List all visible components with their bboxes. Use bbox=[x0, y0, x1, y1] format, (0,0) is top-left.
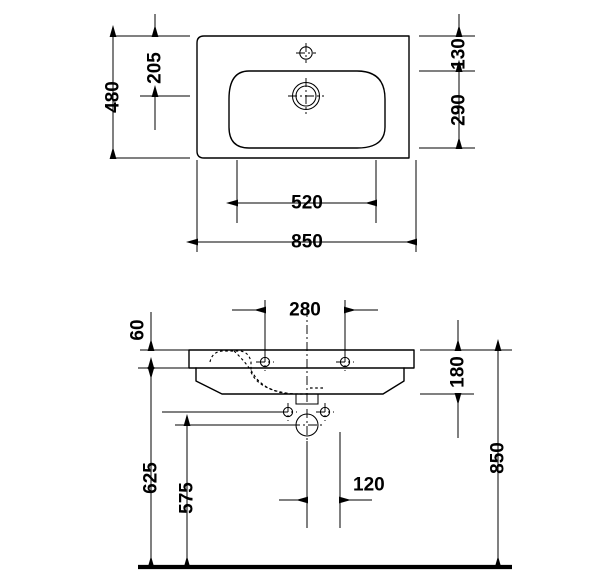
dim-floor-to-rim-850: 850 bbox=[458, 339, 512, 568]
dim-depth-205: 205 bbox=[140, 14, 190, 130]
front-view-fixing-hole-right bbox=[316, 403, 334, 421]
front-view-hidden-bowl-profile bbox=[209, 350, 325, 395]
top-view-basin-outline bbox=[196, 35, 410, 159]
top-view-waste-outlet bbox=[288, 78, 324, 114]
dim-label-520: 520 bbox=[291, 193, 323, 214]
dim-label-180: 180 bbox=[448, 356, 469, 388]
front-view-basin-body bbox=[188, 349, 415, 405]
dim-floor-to-waste-625: 625 bbox=[138, 357, 200, 568]
dim-label-130: 130 bbox=[449, 38, 470, 70]
top-view-tap-hole bbox=[296, 43, 316, 63]
dim-label-60: 60 bbox=[128, 319, 149, 340]
dim-hole-offset-120: 120 bbox=[279, 432, 385, 528]
dim-label-575: 575 bbox=[177, 482, 198, 514]
dim-edge-130: 130 bbox=[419, 14, 475, 93]
dim-label-850: 850 bbox=[488, 442, 509, 474]
dim-label-120: 120 bbox=[353, 475, 385, 496]
dim-label-280: 280 bbox=[289, 300, 321, 321]
dim-label-290: 290 bbox=[449, 94, 470, 126]
dim-tap-spacing-280: 280 bbox=[232, 300, 378, 356]
dim-label-205: 205 bbox=[145, 52, 166, 84]
top-view-bowl-outline bbox=[228, 70, 386, 149]
dim-bowl-290: 290 bbox=[419, 60, 475, 149]
dim-basin-height-180: 180 bbox=[420, 320, 474, 438]
dim-label-480: 480 bbox=[103, 81, 124, 113]
dim-floor-to-holes-575: 575 bbox=[162, 411, 296, 568]
dim-label-625: 625 bbox=[141, 462, 162, 494]
dim-total-width-850: 850 bbox=[186, 160, 417, 253]
dim-bowl-width-520: 520 bbox=[226, 160, 377, 223]
dim-depth-480: 480 bbox=[103, 25, 190, 159]
dim-label-850: 850 bbox=[291, 232, 323, 253]
